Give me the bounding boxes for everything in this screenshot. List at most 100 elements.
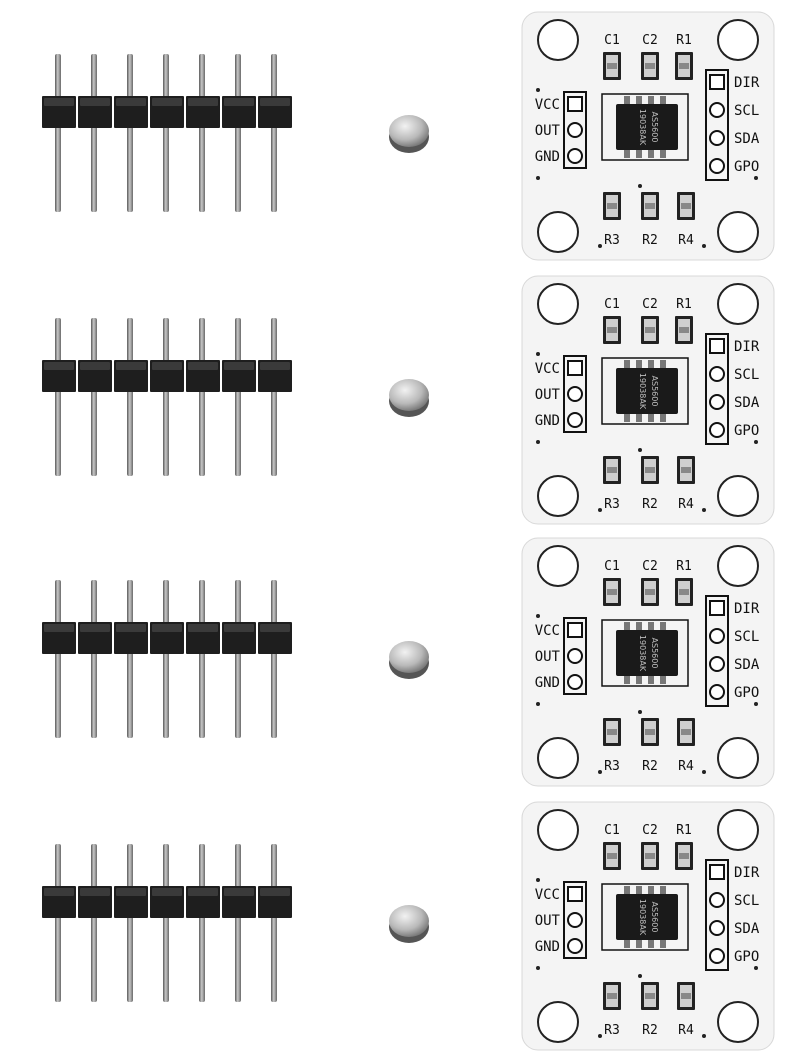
header-pin xyxy=(55,580,61,738)
mounting-hole xyxy=(537,545,579,587)
pin-label: GND xyxy=(535,149,560,165)
header-pin xyxy=(271,580,277,738)
pin-label: DIR xyxy=(734,865,760,881)
header-pin xyxy=(127,54,133,212)
mounting-hole xyxy=(537,19,579,61)
header-pin xyxy=(91,580,97,738)
pin-label: SCL xyxy=(734,367,759,383)
component-label: R2 xyxy=(642,1023,658,1038)
component-label: C1 xyxy=(604,823,620,838)
mounting-hole xyxy=(717,475,759,517)
pin-label: SCL xyxy=(734,893,759,909)
mounting-hole xyxy=(717,545,759,587)
pin-header xyxy=(42,844,292,1002)
pin-label: VCC xyxy=(535,361,560,377)
header-pin xyxy=(163,580,169,738)
header-pin xyxy=(271,318,277,476)
pin-label: GPO xyxy=(734,685,759,701)
header-pin xyxy=(163,318,169,476)
chip-marking: 19038AK xyxy=(638,109,647,146)
pin-label: VCC xyxy=(535,887,560,903)
mounting-hole xyxy=(717,19,759,61)
component-label: C2 xyxy=(642,297,658,312)
pin-label: SDA xyxy=(734,921,760,937)
header-pin xyxy=(127,318,133,476)
sensor-chip xyxy=(616,894,678,940)
mounting-hole xyxy=(537,737,579,779)
component-label: C2 xyxy=(642,823,658,838)
sensor-chip xyxy=(616,630,678,676)
header-pin xyxy=(199,580,205,738)
pin-label: OUT xyxy=(535,913,561,929)
header-pin xyxy=(163,844,169,1002)
header-pin xyxy=(91,844,97,1002)
mounting-hole xyxy=(537,809,579,851)
component-label: R3 xyxy=(604,497,620,512)
pin-label: DIR xyxy=(734,601,760,617)
chip-marking: AS5600 xyxy=(650,112,659,143)
mounting-hole xyxy=(717,1001,759,1043)
component-label: R2 xyxy=(642,759,658,774)
component-label: R1 xyxy=(676,823,692,838)
component-label: R1 xyxy=(676,559,692,574)
component-label: R3 xyxy=(604,759,620,774)
magnet xyxy=(389,115,429,153)
component-label: C2 xyxy=(642,559,658,574)
component-label: R1 xyxy=(676,297,692,312)
chip-marking: AS5600 xyxy=(650,638,659,669)
component-label: R4 xyxy=(678,497,694,512)
component-label: R3 xyxy=(604,233,620,248)
pin-label: DIR xyxy=(734,339,760,355)
mounting-hole xyxy=(537,211,579,253)
pin-label: GPO xyxy=(734,949,759,965)
pin-label: SCL xyxy=(734,103,759,119)
pin-header xyxy=(42,318,292,476)
pin-label: GND xyxy=(535,413,560,429)
pin-label: DIR xyxy=(734,75,760,91)
component-label: R4 xyxy=(678,759,694,774)
mounting-hole xyxy=(537,475,579,517)
mounting-hole xyxy=(537,1001,579,1043)
component-label: C1 xyxy=(604,33,620,48)
pin-header xyxy=(42,580,292,738)
header-pin xyxy=(271,844,277,1002)
pin-label: GPO xyxy=(734,423,759,439)
header-pin xyxy=(235,318,241,476)
header-pin xyxy=(199,318,205,476)
header-pin xyxy=(235,844,241,1002)
chip-marking: AS5600 xyxy=(650,376,659,407)
pin-label: VCC xyxy=(535,97,560,113)
header-pin xyxy=(199,844,205,1002)
header-pin xyxy=(271,54,277,212)
header-pin xyxy=(91,54,97,212)
component-label: C2 xyxy=(642,33,658,48)
header-pin xyxy=(163,54,169,212)
pin-header xyxy=(42,54,292,212)
pin-label: SCL xyxy=(734,629,759,645)
sensor-chip xyxy=(616,368,678,414)
header-pin xyxy=(199,54,205,212)
magnet xyxy=(389,379,429,417)
header-pin xyxy=(55,54,61,212)
sensor-chip xyxy=(616,104,678,150)
mounting-hole xyxy=(537,283,579,325)
component-label: R4 xyxy=(678,1023,694,1038)
pin-label: OUT xyxy=(535,123,561,139)
chip-marking: 19038AK xyxy=(638,373,647,410)
header-pin xyxy=(235,580,241,738)
component-label: C1 xyxy=(604,559,620,574)
pin-label: SDA xyxy=(734,657,760,673)
pin-label: SDA xyxy=(734,131,760,147)
header-pin xyxy=(55,318,61,476)
pin-label: VCC xyxy=(535,623,560,639)
pin-label: GPO xyxy=(734,159,759,175)
mounting-hole xyxy=(717,283,759,325)
